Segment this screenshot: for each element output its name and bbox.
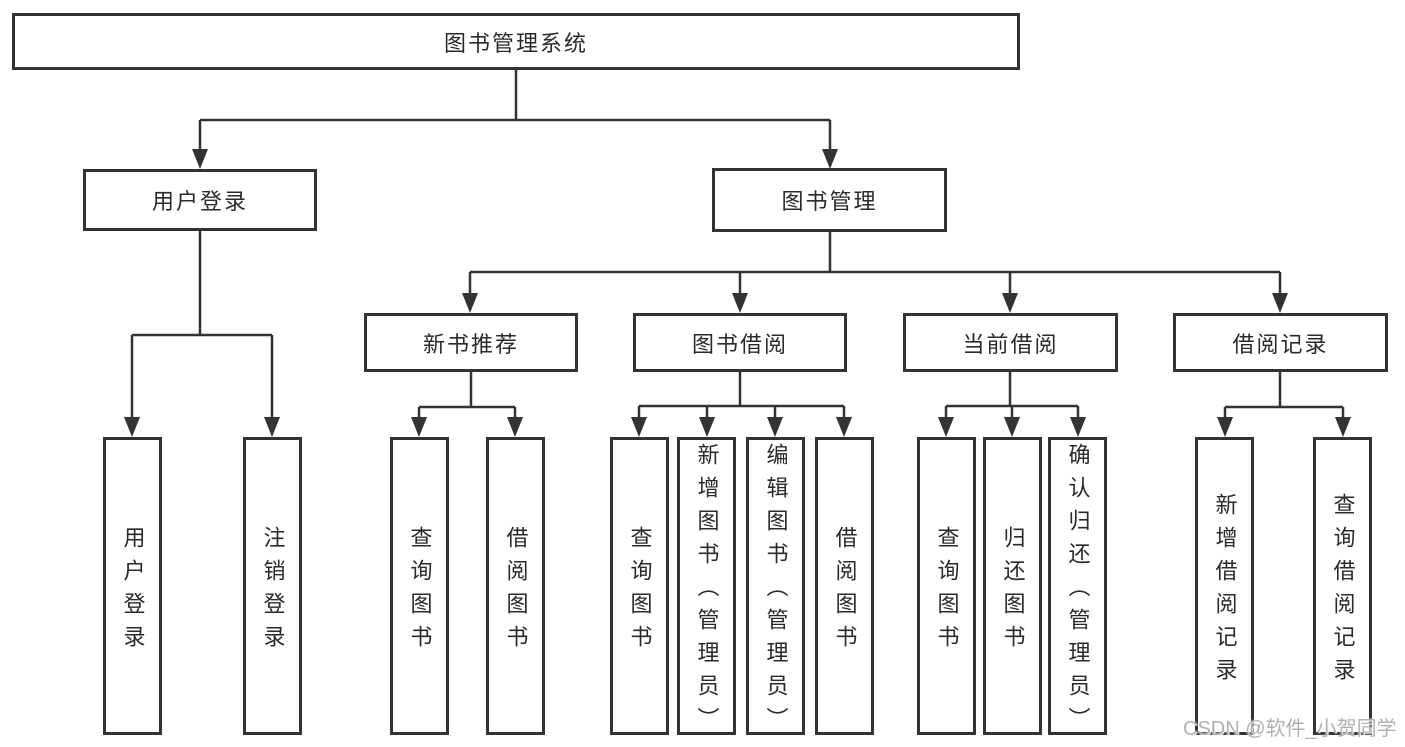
node-book-management-label: 图书管理 [781, 189, 878, 214]
leaf-user-login: 用户登录 [103, 437, 162, 735]
leaf-add-borrow-record-label: 新增借阅记录 [1212, 492, 1238, 691]
node-root-label: 图书管理系统 [443, 30, 588, 56]
node-borrow-record-label: 借阅记录 [1232, 331, 1329, 357]
node-book-management: 图书管理 [712, 168, 947, 232]
leaf-return-book: 归还图书 [983, 437, 1042, 735]
node-new-book-recommend-label: 新书推荐 [422, 331, 519, 357]
leaf-logout-label: 注销登录 [260, 525, 286, 658]
leaf-add-borrow-record: 新增借阅记录 [1195, 437, 1254, 735]
leaf-borrow-book: 借阅图书 [815, 437, 874, 735]
csdn-watermark: CSDN @软件_小贺同学 [1183, 718, 1397, 740]
leaf-edit-book-admin: 编辑图书（管理员） [746, 437, 805, 740]
leaf-confirm-return-admin: 确认归还（管理员） [1048, 437, 1107, 740]
node-book-borrow-label: 图书借阅 [691, 331, 788, 357]
node-root: 图书管理系统 [12, 13, 1020, 70]
leaf-query-book-newrec: 查询图书 [390, 437, 449, 735]
leaf-add-book-admin: 新增图书（管理员） [677, 437, 736, 740]
leaf-query-book-borrow: 查询图书 [610, 437, 669, 735]
leaf-confirm-return-admin-label: 确认归还（管理员） [1065, 443, 1091, 740]
arrowheads [124, 149, 1351, 437]
leaf-user-login-label: 用户登录 [120, 525, 146, 658]
node-new-book-recommend: 新书推荐 [364, 313, 578, 372]
leaf-add-book-admin-label: 新增图书（管理员） [694, 443, 720, 740]
leaf-query-book-current-label: 查询图书 [934, 525, 960, 658]
leaf-return-book-label: 归还图书 [1000, 525, 1026, 658]
leaf-edit-book-admin-label: 编辑图书（管理员） [763, 443, 789, 740]
leaf-query-book-borrow-label: 查询图书 [627, 525, 653, 658]
leaf-query-borrow-record: 查询借阅记录 [1313, 437, 1372, 735]
node-current-borrow: 当前借阅 [903, 313, 1118, 372]
leaf-query-book-current: 查询图书 [917, 437, 976, 735]
node-user-login: 用户登录 [83, 169, 317, 231]
leaf-borrow-book-newrec-label: 借阅图书 [503, 525, 529, 658]
node-current-borrow-label: 当前借阅 [962, 331, 1059, 357]
leaf-borrow-book-newrec: 借阅图书 [486, 437, 545, 735]
node-user-login-label: 用户登录 [151, 189, 248, 214]
node-book-borrow: 图书借阅 [633, 313, 847, 372]
leaf-borrow-book-label: 借阅图书 [832, 525, 858, 658]
leaf-query-book-newrec-label: 查询图书 [407, 525, 433, 658]
leaf-query-borrow-record-label: 查询借阅记录 [1330, 492, 1356, 691]
node-borrow-record: 借阅记录 [1173, 313, 1388, 372]
leaf-logout: 注销登录 [243, 437, 302, 735]
